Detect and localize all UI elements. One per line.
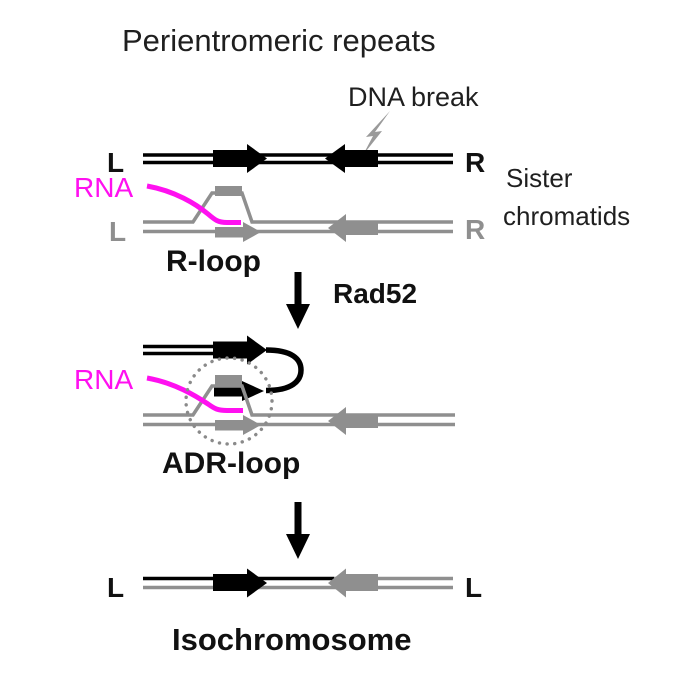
gray-top-strand-bump xyxy=(143,191,453,224)
rad52-step: Rad52 xyxy=(286,272,417,329)
rna-transcript-top xyxy=(146,183,241,225)
rna-label-top: RNA xyxy=(74,172,133,203)
fold-back-loop xyxy=(265,347,304,394)
iso-black-repeat-arrowhead-icon xyxy=(247,568,267,598)
black-repeat-right-arrowhead-icon xyxy=(247,144,267,173)
rna-label-middle: RNA xyxy=(74,364,133,395)
black-chromatid xyxy=(143,144,453,173)
black-chromatid-left-label: L xyxy=(107,147,124,178)
rna-transcript-middle xyxy=(146,375,243,413)
isochromosome-label: Isochromosome xyxy=(172,622,411,657)
iso-black-repeat-bar xyxy=(213,574,247,591)
gray-repeat-left-bar-middle xyxy=(345,414,378,428)
sister-note-line2: chromatids xyxy=(503,201,630,231)
gray-chromatid-left-label: L xyxy=(109,216,126,247)
down-arrow-head-2-icon xyxy=(286,534,310,559)
adr-loop-structure xyxy=(143,335,455,446)
gray-repeat-bottom-arrowhead-middle-icon xyxy=(243,415,261,435)
iso-right-label: L xyxy=(465,572,482,603)
sister-note-line1: Sister xyxy=(506,163,573,193)
gray-chromatid-rloop xyxy=(143,183,453,242)
black-repeat-left-bar xyxy=(344,150,378,167)
black-chromatid-right-label: R xyxy=(465,147,485,178)
gray-displaced-bar-middle xyxy=(215,375,242,385)
rad52-label: Rad52 xyxy=(333,278,417,309)
iso-gray-repeat-bar xyxy=(345,574,378,591)
gray-chromatid-right-label: R xyxy=(465,214,485,245)
down-arrow-head-1-icon xyxy=(286,304,310,329)
black-repeat-bar-middle xyxy=(213,341,247,359)
dna-break-label: DNA break xyxy=(348,82,479,112)
black-repeat-arrowhead-middle-icon xyxy=(247,335,267,365)
gray-repeat-left-arrowhead-middle-icon xyxy=(328,407,346,435)
gray-repeat-left-arrowhead-icon xyxy=(328,214,346,242)
iso-gray-repeat-arrowhead-icon xyxy=(328,568,346,598)
adr-loop-label: ADR-loop xyxy=(162,447,300,480)
gray-repeat-displaced-bar xyxy=(215,186,242,196)
step2-arrow xyxy=(286,502,310,559)
iso-left-label: L xyxy=(107,572,124,603)
gray-top-strand-bump-middle xyxy=(143,384,455,417)
gray-repeat-bottom-arrowhead-icon xyxy=(243,222,261,242)
gray-repeat-bottom-bar-middle xyxy=(215,420,243,431)
isochromosome-structure xyxy=(143,568,453,598)
black-invading-arrowhead-icon xyxy=(242,381,264,401)
black-repeat-left-arrowhead-icon xyxy=(325,144,345,173)
r-loop-label: R-loop xyxy=(166,245,261,278)
gray-repeat-left-bar xyxy=(345,221,378,235)
black-invading-bar xyxy=(214,385,242,397)
gray-repeat-bottom-bar xyxy=(215,227,243,238)
lightning-bolt-icon xyxy=(363,111,390,155)
figure-title: Perientromeric repeats xyxy=(122,23,436,58)
dotted-circle-highlight xyxy=(184,356,274,446)
black-repeat-right-bar xyxy=(213,150,247,167)
